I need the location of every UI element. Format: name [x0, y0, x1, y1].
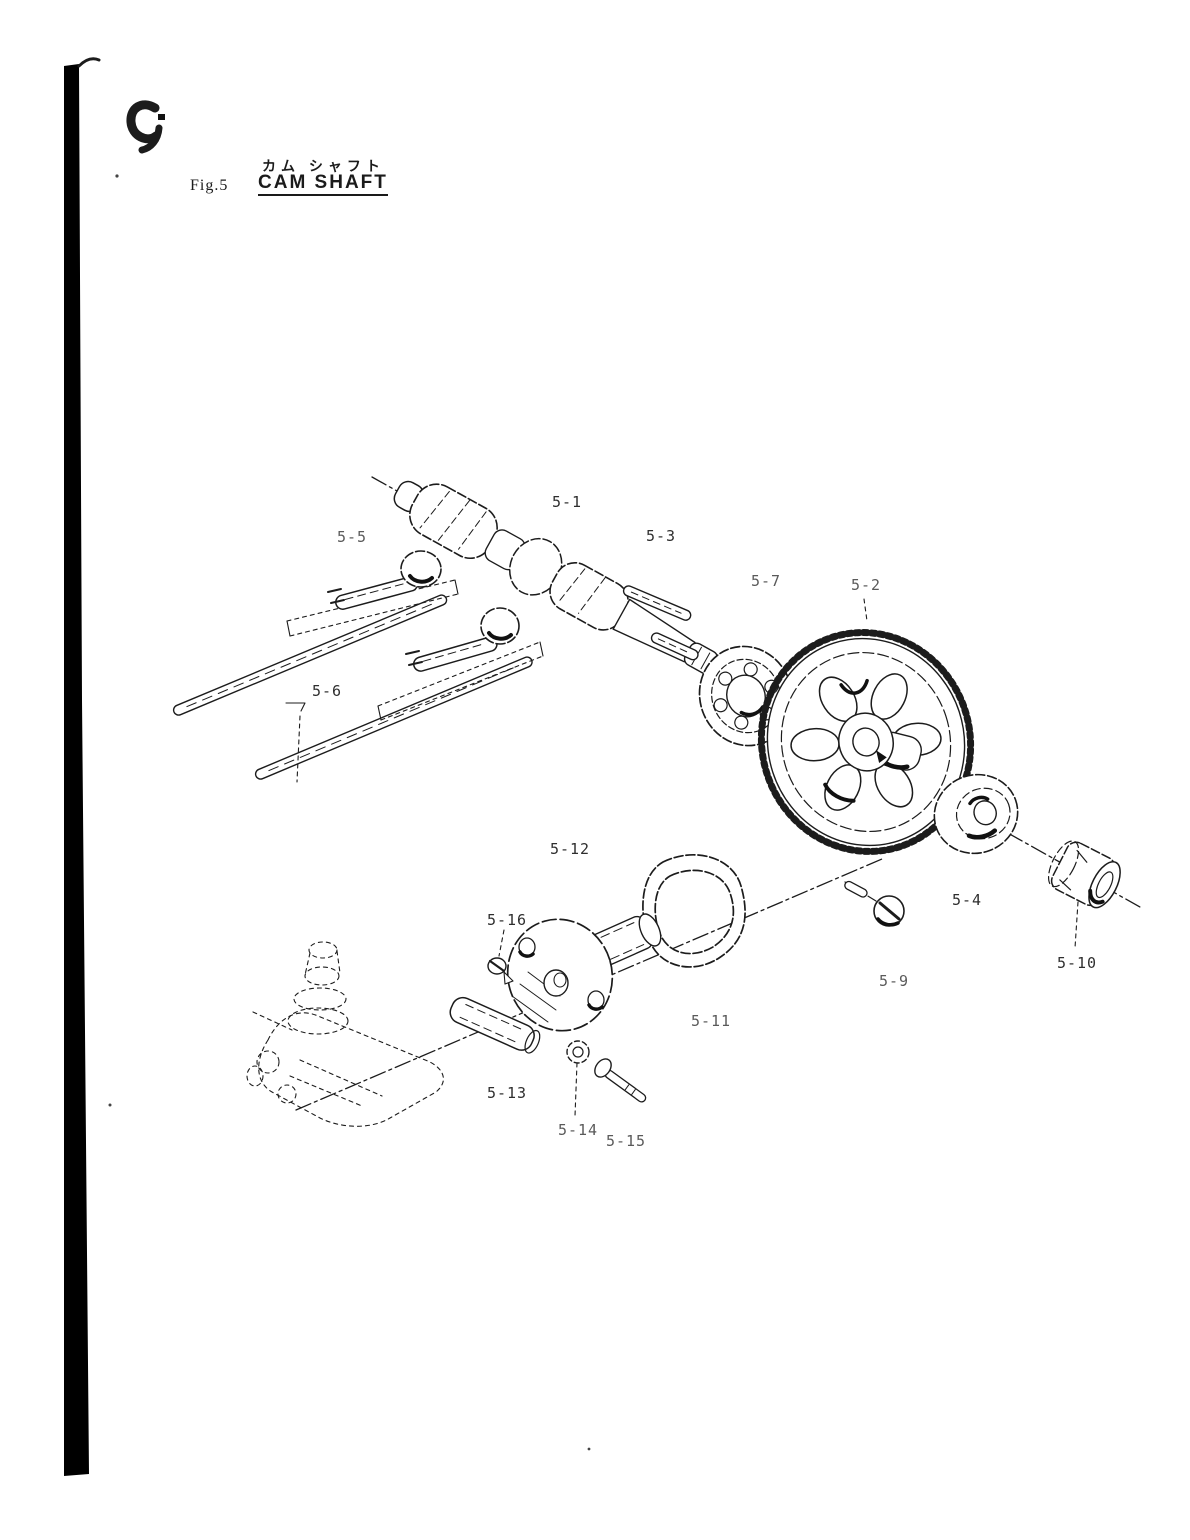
figure-number: Fig.5: [190, 177, 229, 194]
part-label-5-2: 5-2: [850, 576, 882, 594]
gear-screw: [844, 880, 905, 927]
woodruff-key-pins: [622, 585, 699, 661]
camshaft-gear: [757, 629, 975, 855]
part-label-5-15: 5-15: [605, 1132, 647, 1150]
scan-specks: [108, 174, 591, 1451]
drive-shaft: [449, 996, 541, 1054]
figure-title: CAM SHAFT: [258, 172, 388, 196]
rocker-arm-2: [405, 607, 520, 672]
part-label-5-14: 5-14: [557, 1121, 599, 1139]
rocker-shaft-rods: [172, 594, 533, 780]
rocker-arm-1: [327, 550, 442, 610]
part-label-5-12: 5-12: [549, 840, 591, 858]
washer: [566, 1040, 590, 1064]
camshaft-drawing: [393, 480, 719, 675]
leader-lines: [285, 598, 1079, 1117]
gasket: [642, 854, 746, 968]
part-label-5-6: 5-6: [311, 682, 343, 700]
part-label-5-1: 5-1: [551, 493, 583, 511]
bearing-retainer: [506, 913, 662, 1032]
logo-mark: [126, 100, 165, 154]
part-label-5-3: 5-3: [645, 527, 677, 545]
retainer-screw: [487, 957, 514, 985]
part-label-5-11: 5-11: [690, 1012, 732, 1030]
part-label-5-7: 5-7: [750, 572, 782, 590]
bearing-hub: [933, 773, 1019, 855]
part-label-5-5: 5-5: [336, 528, 368, 546]
part-label-5-4: 5-4: [951, 891, 983, 909]
part-label-5-10: 5-10: [1056, 954, 1098, 972]
bolt: [594, 1058, 647, 1103]
bushing: [1047, 840, 1121, 909]
part-label-5-13: 5-13: [486, 1084, 528, 1102]
figure-title-japanese: カム シャフト: [262, 158, 385, 174]
page-binding-bar: [64, 57, 101, 1476]
crankcase-housing-sketch: [246, 941, 444, 1127]
part-label-5-16: 5-16: [486, 911, 528, 929]
part-label-5-9: 5-9: [878, 972, 910, 990]
